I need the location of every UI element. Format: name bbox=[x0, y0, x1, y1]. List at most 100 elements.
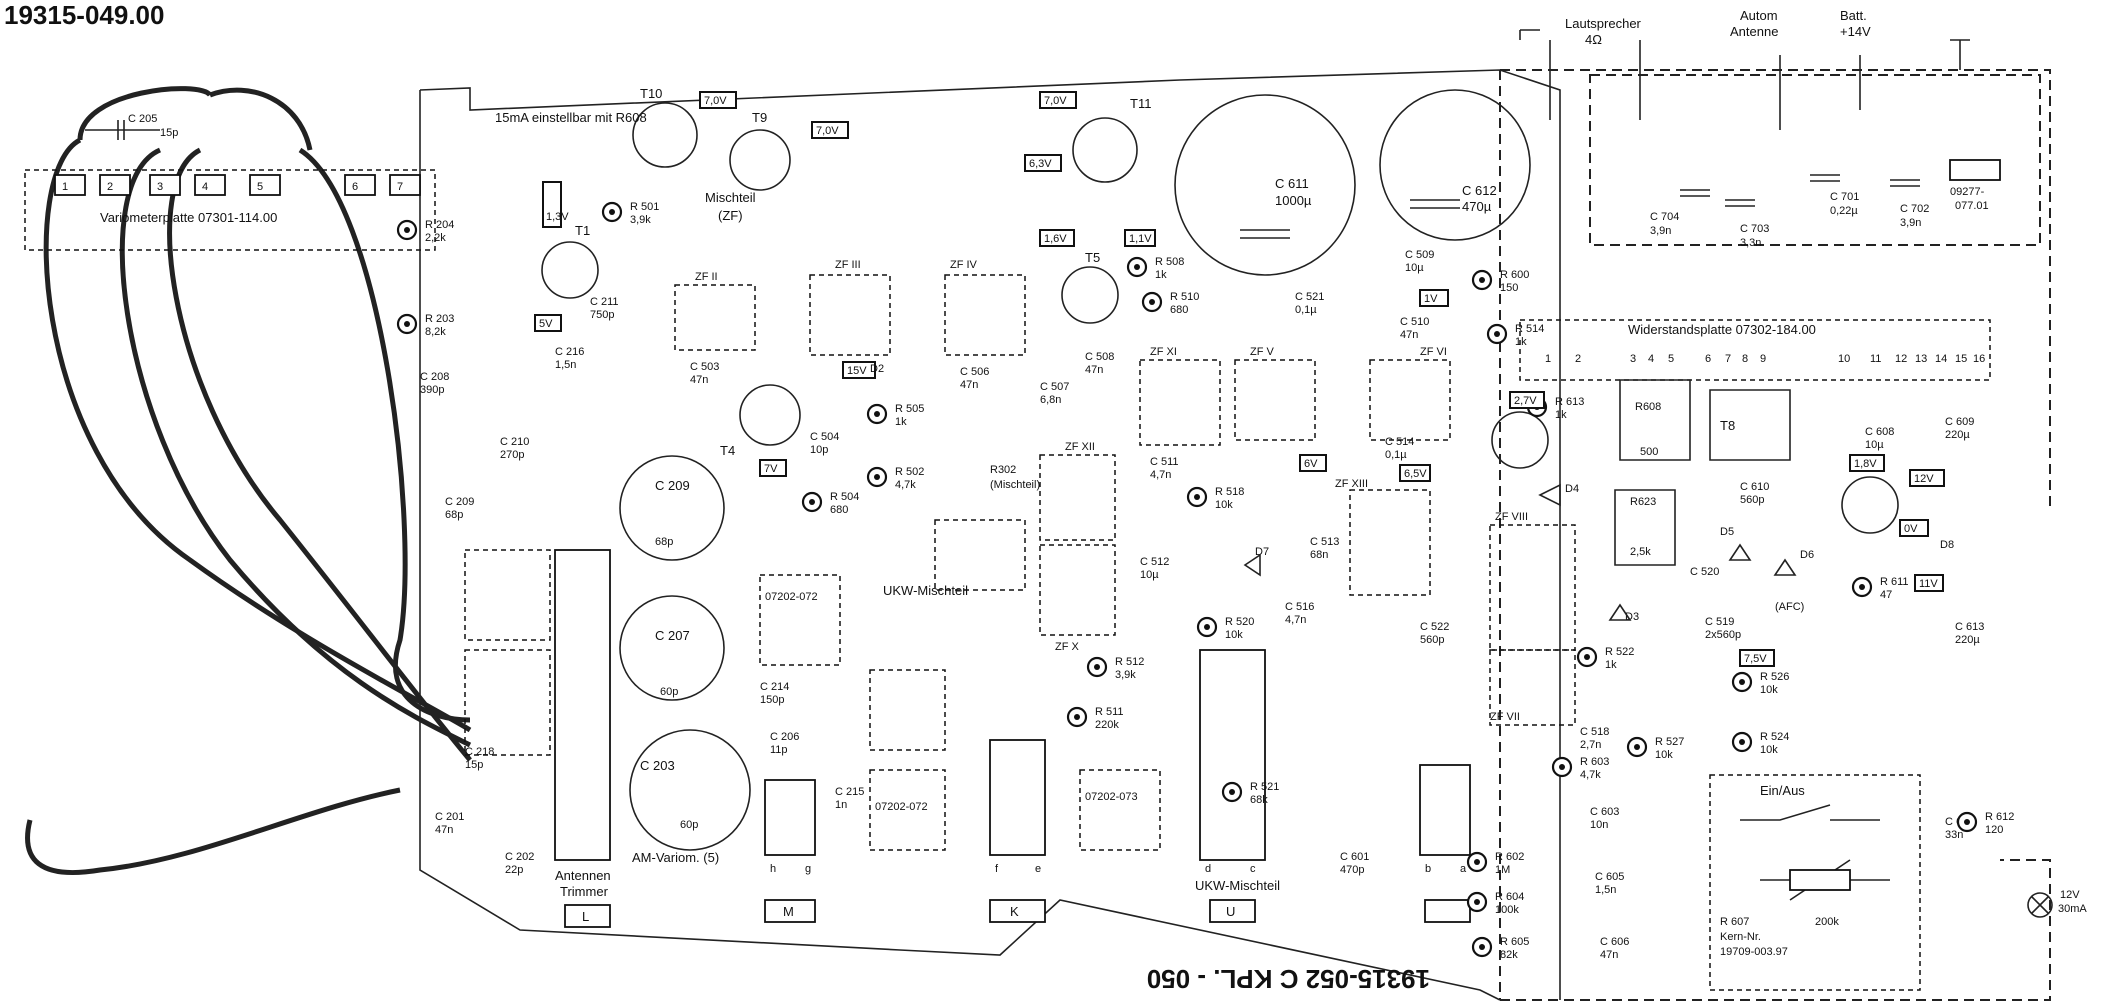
resistor-pad-hole bbox=[1964, 819, 1970, 825]
filter-zf-xi-ref: ZF XI bbox=[1150, 346, 1177, 358]
widerstand-pins: 1 2 3 4 5 6 7 8 9 10 11 12 13 14 15 16 bbox=[1545, 353, 1985, 365]
capacitor-value: 1,5n bbox=[1595, 884, 1616, 896]
top-leads bbox=[1519, 29, 1970, 130]
c612-val: 470µ bbox=[1462, 199, 1492, 214]
capacitor-value: 22p bbox=[505, 864, 523, 876]
capacitor-value: 10µ bbox=[1140, 569, 1159, 581]
t9-ref: T9 bbox=[752, 110, 767, 125]
capacitor-ref: C 518 bbox=[1580, 726, 1609, 738]
capacitor-value: 47n bbox=[690, 374, 708, 386]
c207-variable bbox=[619, 455, 725, 561]
svg-text:10: 10 bbox=[1838, 353, 1850, 365]
resistor-value: 3,9k bbox=[1115, 669, 1136, 681]
connector-U bbox=[1209, 899, 1256, 923]
capacitor-ref: C 606 bbox=[1600, 936, 1629, 948]
trimmer-label: Trimmer bbox=[560, 884, 609, 899]
transistor-t9 bbox=[729, 129, 791, 191]
capacitor-value: 2,7n bbox=[1580, 739, 1601, 751]
resistor-value: 2,2k bbox=[425, 232, 446, 244]
capacitor-ref: C 613 bbox=[1955, 621, 1984, 633]
capacitor-value: 15p bbox=[465, 759, 483, 771]
solder-pads bbox=[396, 201, 1978, 958]
resistor-ref: R 505 bbox=[895, 403, 924, 415]
diode-symbols bbox=[1243, 483, 1797, 621]
batt-label: Batt. bbox=[1840, 8, 1867, 23]
connector-M-ref: M bbox=[783, 904, 794, 919]
capacitor-value: 220µ bbox=[1955, 634, 1980, 646]
connector-K-ref: K bbox=[1010, 904, 1019, 919]
capacitor-value: 2x560p bbox=[1705, 629, 1741, 641]
volt-6v: 6V bbox=[1304, 458, 1318, 470]
svg-text:13: 13 bbox=[1915, 353, 1927, 365]
resistor-pad-hole bbox=[1229, 789, 1235, 795]
resistor-ref: R 514 bbox=[1515, 323, 1544, 335]
capacitor-ref: C 605 bbox=[1595, 871, 1624, 883]
resistor-pad-hole bbox=[874, 474, 880, 480]
transistor-t1 bbox=[541, 241, 599, 299]
t1-ref: T1 bbox=[575, 223, 590, 238]
resistor-value: 8,2k bbox=[425, 326, 446, 338]
t5-volt: 1,6V bbox=[1044, 233, 1067, 245]
volt-11v: 11V bbox=[1919, 578, 1938, 590]
capacitor-ref: C 506 bbox=[960, 366, 989, 378]
capacitor-ref: C 508 bbox=[1085, 351, 1114, 363]
capacitor-ref: C 206 bbox=[770, 731, 799, 743]
c701-ref: C 701 bbox=[1830, 191, 1859, 203]
capacitor-c520: C 520 bbox=[1690, 566, 1719, 578]
autom-label: Autom bbox=[1740, 8, 1778, 23]
c203-val: 60p bbox=[660, 686, 678, 698]
connector-K bbox=[989, 899, 1046, 923]
capacitor-value: 390p bbox=[420, 384, 444, 396]
c204-variable bbox=[629, 729, 751, 851]
resistor-ref: R 611 bbox=[1880, 576, 1909, 588]
filter-zf-iv-ref: ZF IV bbox=[950, 259, 978, 271]
capacitor-value: 10µ bbox=[1405, 262, 1424, 274]
svg-text:5: 5 bbox=[1668, 353, 1674, 365]
filter-zf-viii bbox=[1489, 524, 1576, 651]
resistor-pad-hole bbox=[1494, 331, 1500, 337]
capacitor-value: 470p bbox=[1340, 864, 1364, 876]
capacitor-ref: C 610 bbox=[1740, 481, 1769, 493]
svg-text:1: 1 bbox=[1545, 353, 1551, 365]
resistor-ref: R 518 bbox=[1215, 486, 1244, 498]
c702-ref: C 702 bbox=[1900, 203, 1929, 215]
c205-ref: C 205 bbox=[128, 113, 157, 125]
resistor-value: 68k bbox=[1250, 794, 1268, 806]
capacitor-value: 6,8n bbox=[1040, 394, 1061, 406]
antennen-trimmer-block bbox=[554, 549, 611, 861]
cable-loop-3 bbox=[167, 147, 472, 762]
kern-label: Kern-Nr. bbox=[1720, 931, 1761, 943]
resistor-ref: R 520 bbox=[1225, 616, 1254, 628]
capacitor-ref: C 603 bbox=[1590, 806, 1619, 818]
resistor-value: 1k bbox=[895, 416, 907, 428]
t5-volt2: 1,1V bbox=[1129, 233, 1152, 245]
resistor-ref: R 508 bbox=[1155, 256, 1184, 268]
c204-val: 60p bbox=[680, 819, 698, 831]
am-variom-label: AM-Variom. (5) bbox=[632, 850, 719, 865]
resistor-ref: R 603 bbox=[1580, 756, 1609, 768]
transistor-t11 bbox=[1072, 117, 1138, 183]
resistor-value: 4,7k bbox=[895, 479, 916, 491]
volt-75v: 7,5V bbox=[1744, 653, 1767, 665]
antennen-label: Antennen bbox=[555, 868, 611, 883]
top-right-box bbox=[1589, 74, 2041, 246]
transistor-t10 bbox=[632, 102, 698, 168]
connector-pin-b: b bbox=[1425, 863, 1431, 875]
capacitor-ref: C 503 bbox=[690, 361, 719, 373]
resistor-value: 120 bbox=[1985, 824, 2003, 836]
connector-K-block bbox=[989, 739, 1046, 856]
capacitor-value: 1n bbox=[835, 799, 847, 811]
filter-zf-iii bbox=[809, 274, 891, 356]
